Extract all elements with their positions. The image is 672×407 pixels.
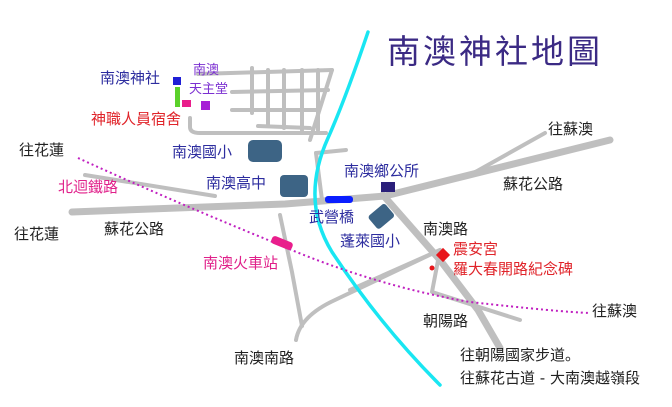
station-road (314, 151, 324, 202)
river (313, 30, 442, 387)
label-catholic-church-line1: 南澳 (193, 63, 220, 78)
station-marker (271, 236, 293, 250)
path-marker (175, 87, 180, 107)
zhenan-temple-marker (435, 247, 451, 263)
high-school-marker (280, 175, 308, 197)
label-staff-dorm: 神職人員宿舍 (91, 110, 182, 128)
label-elementary-school: 南澳國小 (172, 143, 233, 161)
nanao-road (379, 191, 504, 352)
upper-road-west (83, 173, 217, 198)
label-zhenan-temple: 震安宮 (453, 240, 499, 258)
label-high-school: 南澳高中 (206, 174, 267, 192)
upper-road-east (468, 131, 547, 177)
zhaoyang-road (294, 248, 442, 342)
label-suhua-road-west: 蘇花公路 (104, 220, 165, 238)
shrine-marker (173, 77, 181, 85)
township-office-marker (381, 182, 395, 192)
catholic-church-marker (201, 101, 210, 110)
label-nanao-station: 南澳火車站 (203, 254, 279, 272)
label-to-suao-upper: 往蘇澳 (548, 120, 594, 138)
label-nanao-south-road: 南澳南路 (234, 349, 295, 367)
street-grid (188, 66, 334, 142)
label-luo-memorial: 羅大春開路紀念碑 (453, 260, 574, 278)
label-trail-line2: 往蘇花古道 - 大南澳越嶺段 (460, 369, 640, 387)
roads (68, 131, 614, 352)
label-suhua-road-east: 蘇花公路 (503, 175, 564, 193)
label-nanao-road: 南澳路 (423, 220, 469, 238)
penglai-school-marker (368, 204, 394, 229)
luo-memorial-marker (429, 265, 435, 271)
label-north-link-railway: 北迴鐵路 (58, 178, 119, 196)
nanao-south-road (278, 213, 304, 328)
label-to-hualien-upper: 往花蓮 (19, 141, 65, 159)
label-township-office: 南澳鄉公所 (344, 162, 420, 180)
dorm-marker (182, 100, 191, 107)
label-catholic-church-line2: 天主堂 (189, 82, 229, 97)
label-to-hualien-lower: 往花蓮 (14, 225, 60, 243)
railway (77, 157, 591, 314)
map-title: 南澳神社地圖 (387, 32, 603, 71)
label-penglai-school: 蓬萊國小 (340, 232, 401, 250)
label-nanao-shrine: 南澳神社 (100, 69, 161, 87)
elementary-school-marker (248, 140, 282, 162)
label-wuyun-bridge: 武營橋 (309, 208, 355, 226)
label-to-suao-lower: 往蘇澳 (592, 302, 638, 320)
label-zhaoyang-road: 朝陽路 (423, 312, 469, 330)
wuyun-bridge-marker (325, 196, 353, 203)
label-trail-line1: 往朝陽國家步道。 (460, 346, 581, 364)
